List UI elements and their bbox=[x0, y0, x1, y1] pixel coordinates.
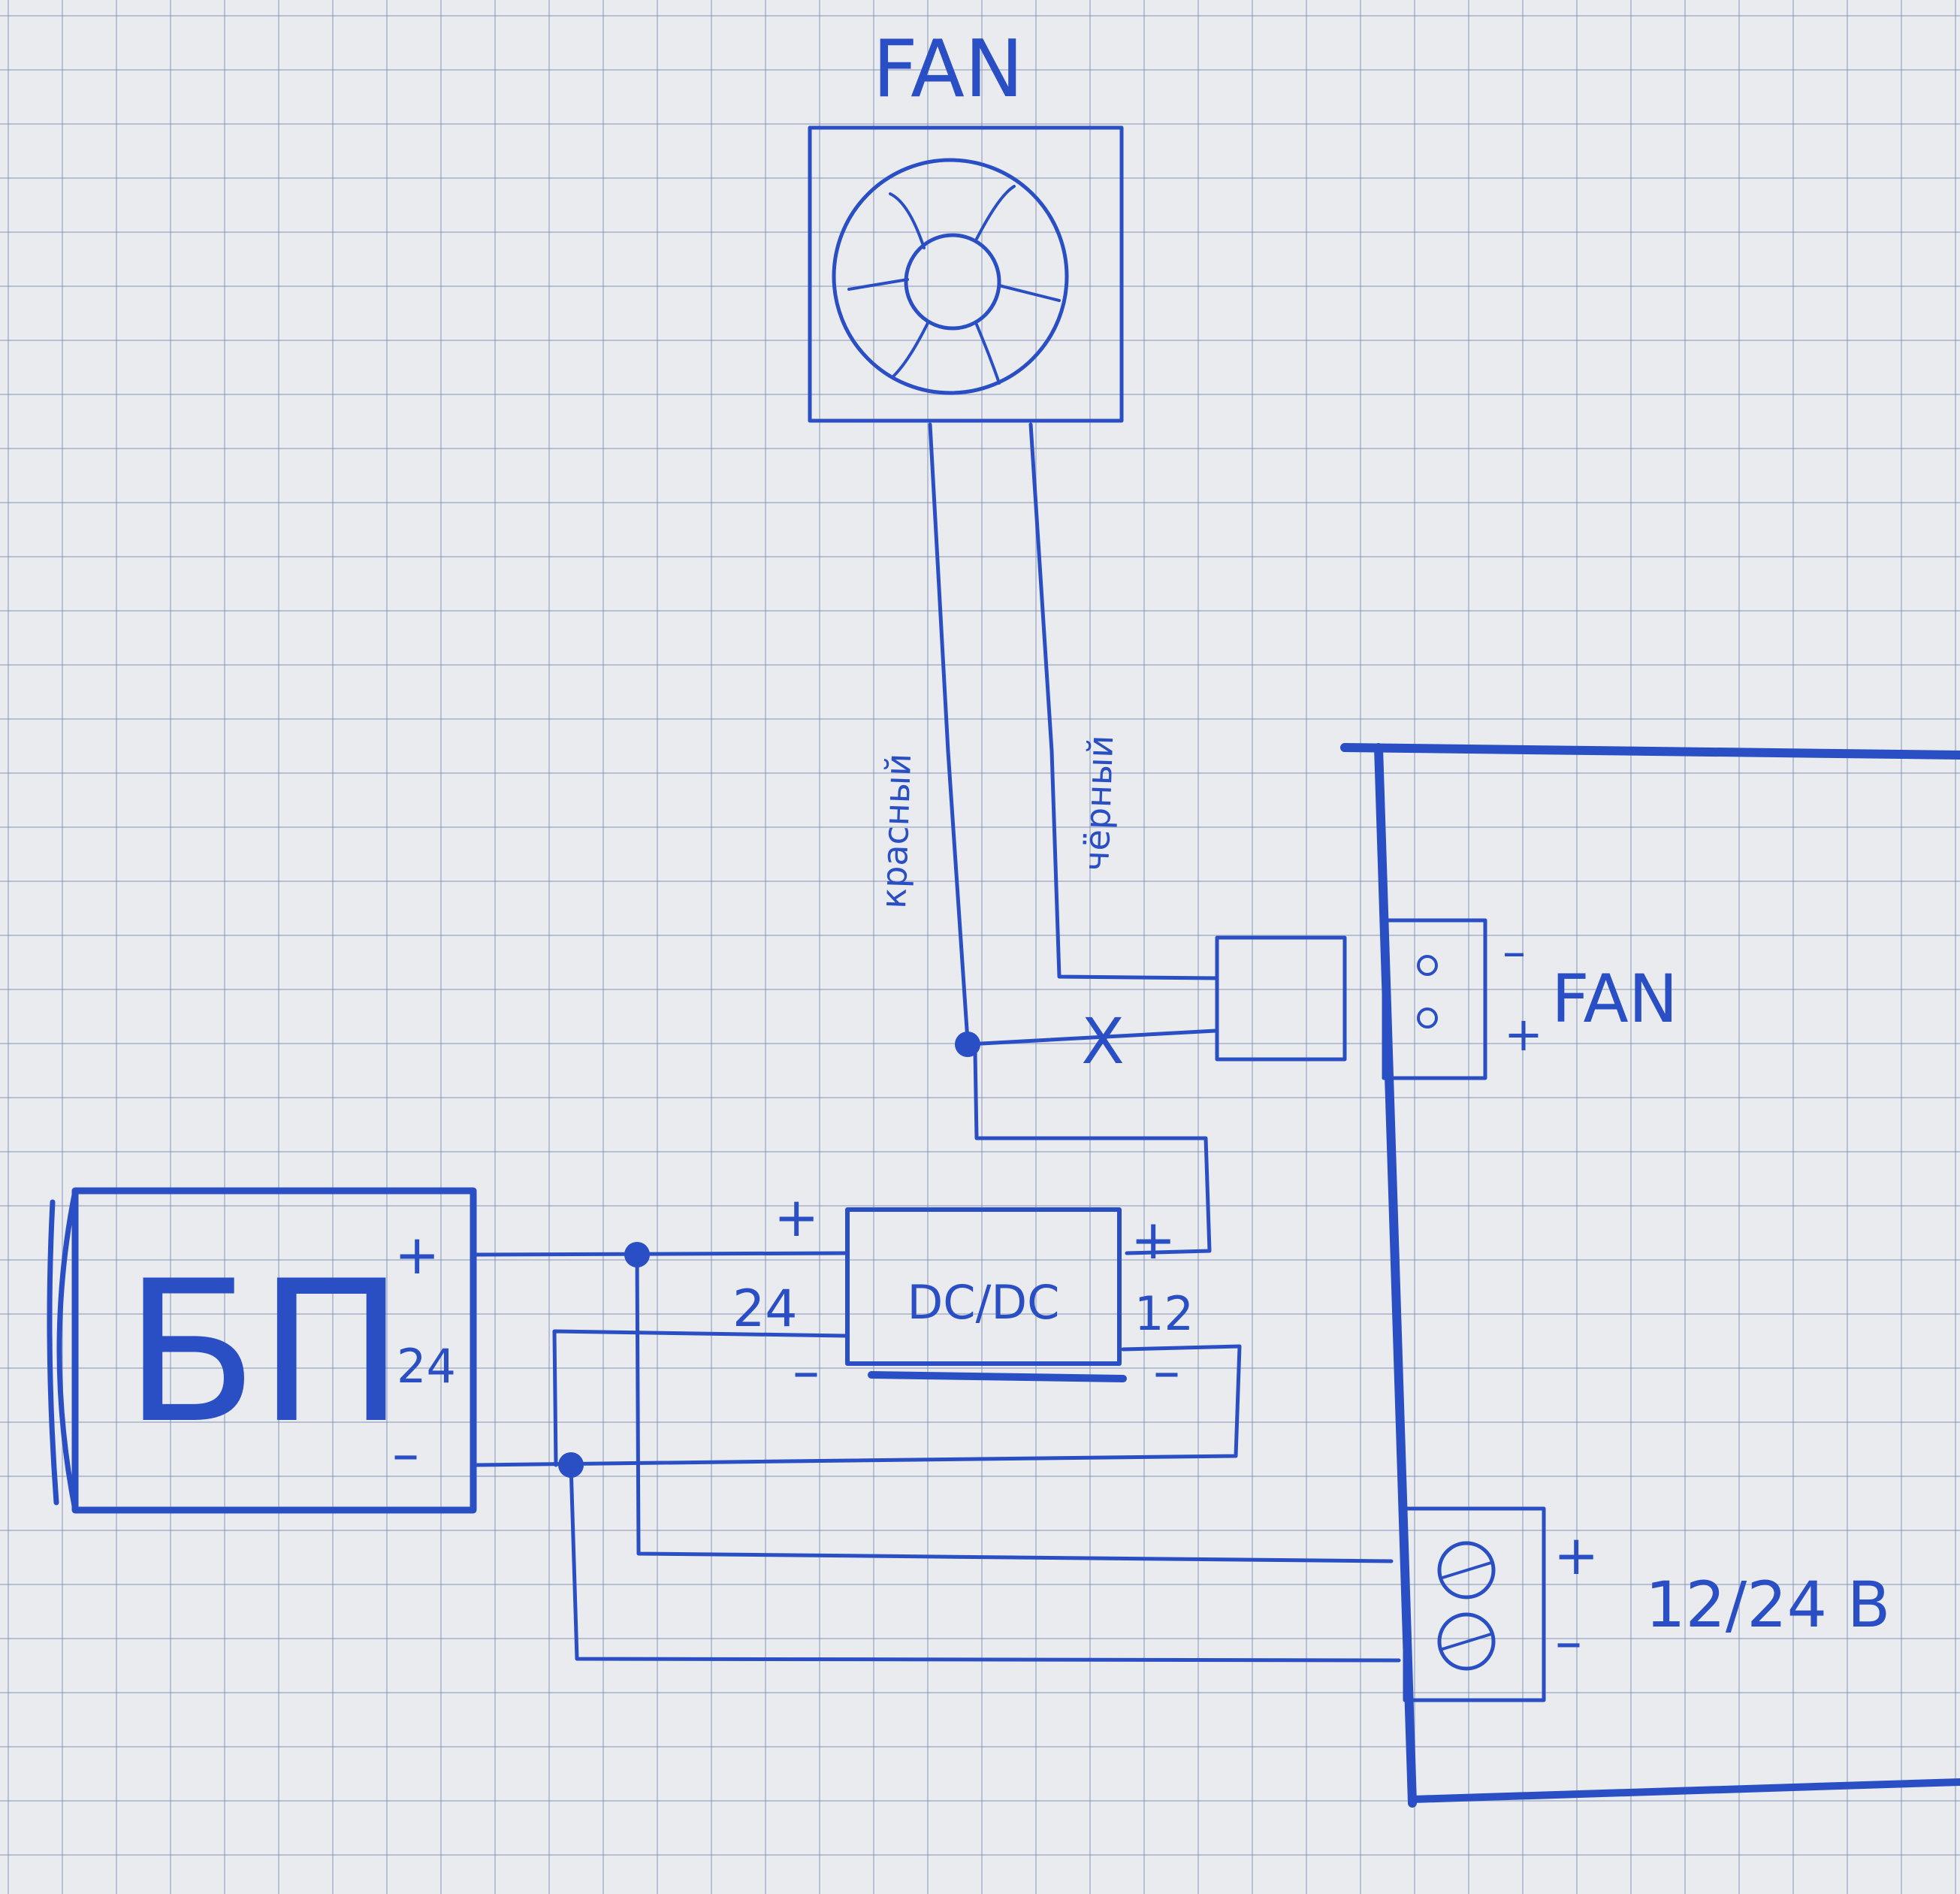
black-wire-label: чёрный bbox=[1076, 735, 1121, 872]
fan-body bbox=[808, 125, 1124, 423]
power-terminal-label: 12/24 В bbox=[1645, 1568, 1890, 1642]
dcdc-base bbox=[868, 1371, 1127, 1382]
dcdc-minus-loop bbox=[552, 1329, 847, 1467]
fan-junction: X bbox=[955, 1004, 1218, 1255]
red-wire bbox=[928, 422, 970, 1043]
psu-side bbox=[47, 1188, 78, 1513]
red-wire-label: красный bbox=[873, 753, 919, 910]
power-terminal-block bbox=[1403, 1506, 1546, 1702]
psu: БП + 24 – bbox=[47, 1187, 477, 1514]
dcdc-in-plus: + bbox=[774, 1186, 819, 1249]
terminal-screw-minus-slot bbox=[1441, 1633, 1493, 1651]
board-fan-connector: – + FAN bbox=[1215, 918, 1678, 1080]
fan-hub bbox=[904, 233, 1001, 331]
dcdc-in-minus: – bbox=[793, 1340, 820, 1403]
dcdc-in-voltage: 24 bbox=[732, 1279, 798, 1339]
dcdc-label: DC/DC bbox=[908, 1275, 1060, 1330]
fan-header-plus: + bbox=[1504, 1007, 1543, 1062]
red-wire-to-dcdc bbox=[973, 1050, 1212, 1255]
psu-plus: + bbox=[394, 1223, 439, 1286]
terminal-screw-minus bbox=[1437, 1612, 1496, 1671]
minus-to-board bbox=[569, 1463, 1401, 1663]
psu-voltage: 24 bbox=[397, 1339, 456, 1394]
fan-header-pin-minus bbox=[1417, 955, 1438, 976]
dcdc-out-minus: – bbox=[1153, 1340, 1180, 1403]
dcdc-out-plus: + bbox=[1131, 1208, 1176, 1271]
terminal-screw-plus bbox=[1437, 1541, 1496, 1599]
black-wire bbox=[1028, 422, 1219, 980]
power-wiring bbox=[471, 1242, 1401, 1663]
fan-blades bbox=[847, 185, 1061, 385]
dcdc-converter: DC/DC + 24 – + 12 – bbox=[732, 1186, 1194, 1403]
fan-plug bbox=[1215, 935, 1347, 1062]
fan-wires: красный чёрный bbox=[873, 422, 1219, 1043]
fan-ring bbox=[832, 158, 1069, 395]
psu-body bbox=[71, 1187, 477, 1514]
dcdc-out-voltage: 12 bbox=[1134, 1286, 1194, 1341]
fan-header-minus: – bbox=[1502, 924, 1526, 979]
fan-header-label: FAN bbox=[1551, 960, 1678, 1038]
power-terminal-plus: + bbox=[1554, 1524, 1599, 1587]
terminal-screw-plus-slot bbox=[1441, 1561, 1493, 1579]
fan: FAN bbox=[808, 23, 1124, 423]
fan-header-pin-plus bbox=[1417, 1007, 1438, 1029]
board-top-edge bbox=[1340, 743, 1960, 760]
board-left-edge bbox=[1374, 743, 1417, 1808]
psu-plus-to-dcdc bbox=[471, 1251, 847, 1257]
psu-minus: – bbox=[392, 1422, 419, 1485]
controller-board: – + FAN + – 12/24 В bbox=[1215, 743, 1960, 1808]
board-bottom-edge bbox=[1409, 1778, 1960, 1803]
psu-label: БП bbox=[124, 1240, 405, 1467]
fan-header bbox=[1382, 918, 1487, 1080]
plus-to-board bbox=[635, 1252, 1394, 1563]
dcdc-body bbox=[845, 1207, 1122, 1366]
power-terminal-minus: – bbox=[1555, 1610, 1582, 1673]
severed-wire bbox=[965, 1029, 1218, 1047]
fan-title: FAN bbox=[872, 23, 1023, 115]
board-power-terminal: + – 12/24 В bbox=[1403, 1506, 1890, 1702]
psu-minus-to-dcdc bbox=[471, 1344, 1242, 1467]
cut-mark: X bbox=[1081, 1004, 1125, 1078]
